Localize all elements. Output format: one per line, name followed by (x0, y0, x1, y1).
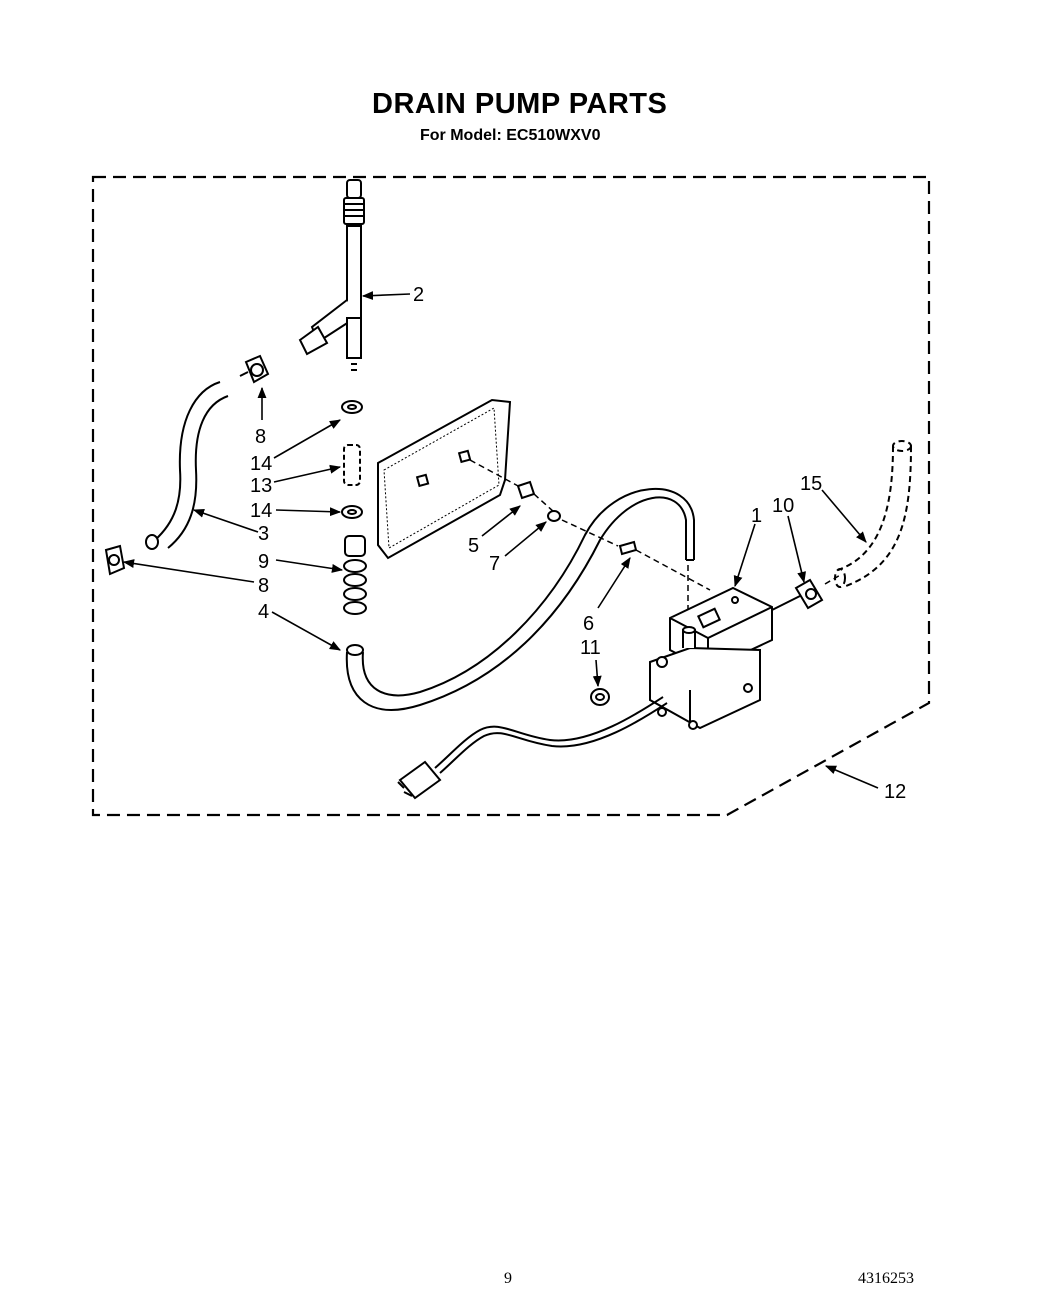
leader-lines (122, 291, 879, 789)
callout-14-lower: 14 (250, 500, 272, 522)
hose-clamp-lower-part-8 (104, 544, 126, 576)
screw-part-6 (618, 540, 638, 556)
barbed-connector-part-9 (343, 535, 367, 615)
washer-upper-part-14 (341, 400, 363, 414)
callout-5: 5 (468, 535, 479, 557)
washer-lower-part-14 (341, 505, 363, 519)
callout-1: 1 (751, 505, 762, 527)
model-subtitle: For Model: EC510WXV0 (420, 127, 601, 144)
callout-11: 11 (580, 637, 601, 659)
callout-9: 9 (258, 551, 269, 573)
callout-2: 2 (413, 284, 424, 306)
callout-15: 15 (800, 473, 822, 495)
power-cord-and-plug (397, 696, 668, 800)
page-title: DRAIN PUMP PARTS (372, 88, 668, 120)
callout-7: 7 (489, 553, 500, 575)
document-number: 4316253 (858, 1270, 914, 1287)
cabinet-panel (377, 398, 512, 560)
hose-clamp-upper-part-8 (239, 354, 270, 384)
callout-14-upper: 14 (250, 453, 272, 475)
hose-clamp-part-10 (771, 578, 824, 611)
callout-4: 4 (258, 601, 269, 623)
washer-part-7 (547, 510, 561, 522)
kit-boundary (91, 175, 931, 817)
callout-10: 10 (772, 495, 794, 517)
callout-13: 13 (250, 475, 272, 497)
coupling-part-13 (343, 444, 361, 486)
nut-part-5 (516, 480, 536, 500)
dashed-hose-part-15 (834, 440, 912, 588)
page-number: 9 (504, 1270, 512, 1287)
drain-pump-part-1 (649, 586, 773, 730)
grommet-part-11 (590, 688, 610, 706)
drain-tube-part-2 (298, 179, 365, 371)
hose-part-3 (145, 381, 229, 550)
callout-3: 3 (258, 523, 269, 545)
callout-8-upper: 8 (255, 426, 266, 448)
drain-hose-part-4 (345, 488, 695, 711)
callout-8-lower: 8 (258, 575, 269, 597)
callout-12: 12 (884, 781, 906, 803)
callout-6: 6 (583, 613, 594, 635)
